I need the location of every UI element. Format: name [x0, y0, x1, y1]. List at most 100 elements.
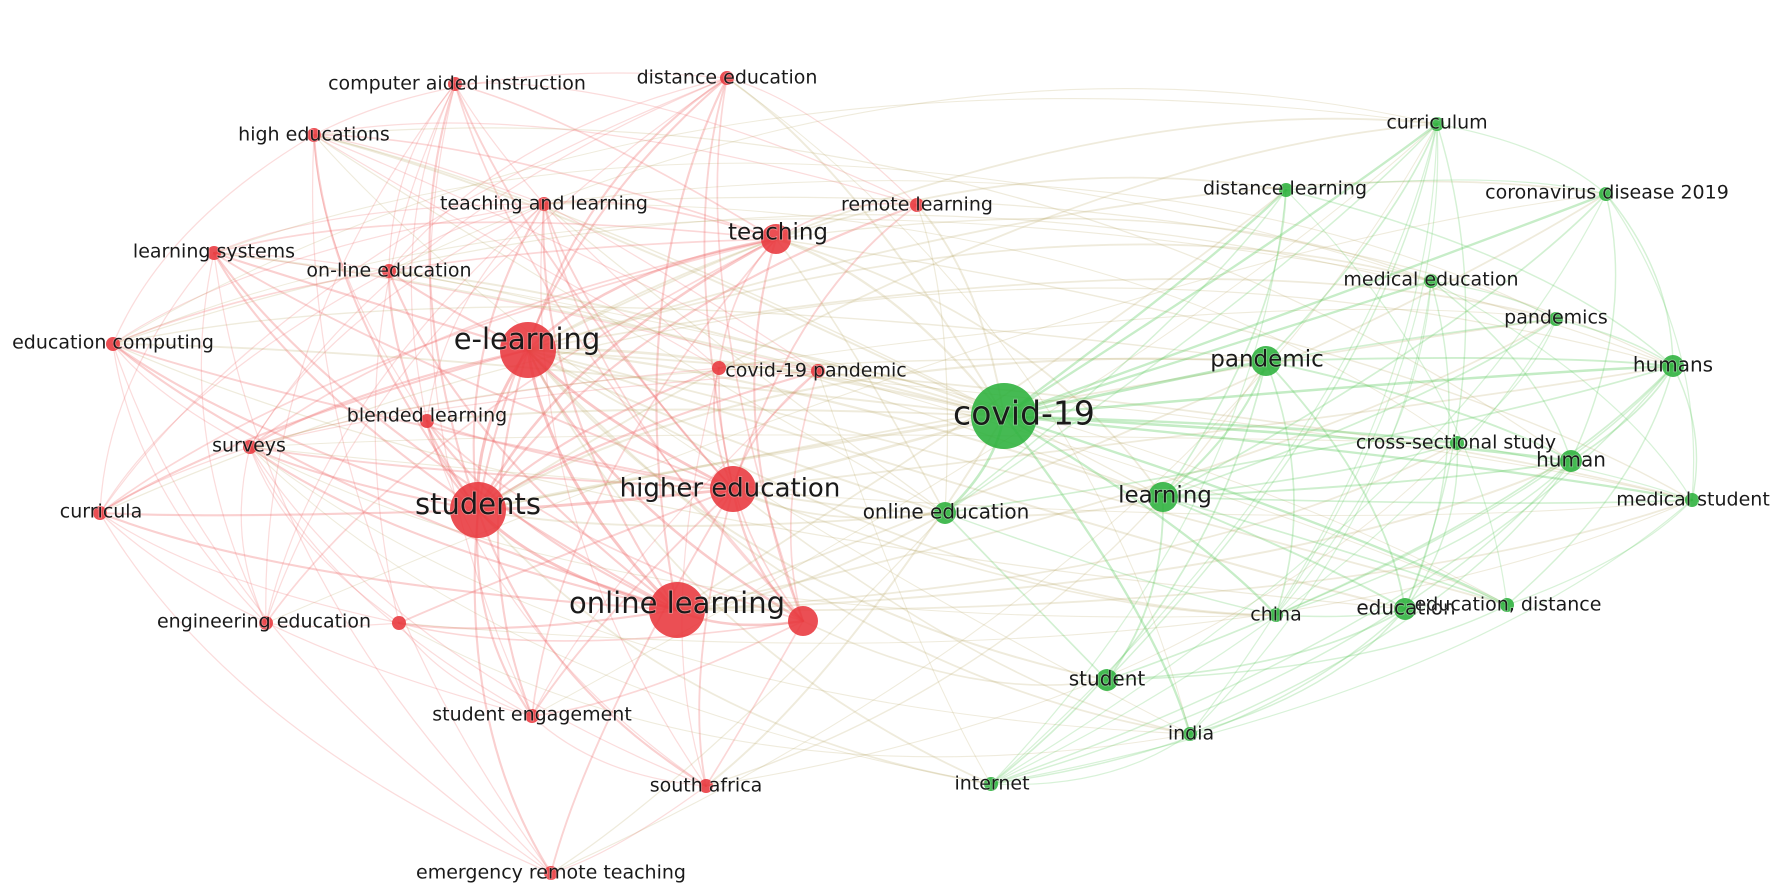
link-distance-education-surveys [249, 77, 728, 448]
node-covid-19[interactable] [971, 383, 1037, 449]
label-education: education [1356, 596, 1455, 620]
node-south-africa[interactable] [699, 779, 713, 793]
link-teaching-medical-student [775, 238, 1693, 501]
link-teaching-and-learning-teaching [543, 200, 777, 240]
link-unlabeled-red-1-student [802, 620, 1108, 686]
link-covid-19-medical-student [1002, 414, 1694, 502]
label-internet: internet [954, 773, 1029, 795]
link-learning-systems-medical-education [213, 162, 1432, 282]
node-students[interactable] [450, 482, 506, 538]
link-e-learning-student-engagement [496, 348, 534, 718]
link-online-learning-medical-student [676, 499, 1693, 612]
link-student-engagement-unlabeled-red-2 [398, 622, 533, 717]
link-curricula-unlabeled-red-2 [99, 512, 400, 624]
node-learning-systems[interactable] [207, 246, 221, 260]
node-computer-aided-instruction[interactable] [448, 77, 462, 91]
node-teaching[interactable] [761, 224, 791, 254]
node-unlabeled-red-2[interactable] [392, 616, 406, 630]
node-cross-sectional-study[interactable] [1450, 436, 1464, 450]
link-covid-19-pandemic-unlabeled-red-3 [718, 363, 819, 372]
node-china[interactable] [1269, 608, 1283, 622]
label-south-africa: south africa [650, 775, 763, 797]
link-higher-education-emergency-remote-teaching [550, 488, 734, 874]
node-pandemics[interactable] [1549, 312, 1563, 326]
node-internet[interactable] [984, 777, 998, 791]
link-education-computing-engineering-education [112, 343, 267, 624]
node-e-learning[interactable] [500, 322, 556, 378]
link-high-educations-emergency-remote-teaching [311, 134, 552, 874]
node-higher-education[interactable] [710, 466, 756, 512]
node-medical-student[interactable] [1685, 493, 1699, 507]
link-teaching-engineering-education [265, 238, 777, 624]
node-teaching-and-learning[interactable] [537, 197, 551, 211]
node-coronavirus-disease-2019[interactable] [1599, 187, 1613, 201]
node-emergency-remote-teaching[interactable] [544, 866, 558, 880]
node-high-educations[interactable] [307, 128, 321, 142]
label-curricula: curricula [60, 501, 142, 523]
node-learning[interactable] [1148, 482, 1178, 512]
node-curriculum[interactable] [1430, 117, 1444, 131]
label-india: india [1168, 723, 1214, 745]
node-student-engagement[interactable] [525, 709, 539, 723]
label-education-computing: education computing [12, 332, 214, 354]
link-south-africa-covid-19 [705, 415, 1005, 787]
node-pandemic[interactable] [1251, 346, 1281, 376]
node-humans[interactable] [1662, 355, 1684, 377]
link-teaching-and-learning-south-africa [540, 203, 707, 787]
label-computer-aided-instruction: computer aided instruction [328, 73, 586, 95]
link-remote-learning-covid-19 [916, 204, 1005, 417]
node-blended-learning[interactable] [420, 414, 434, 428]
link-medical-education-medical-student [1430, 280, 1693, 501]
node-education[interactable] [1394, 598, 1416, 620]
link-computer-aided-instruction-teaching [454, 83, 777, 240]
link-e-learning-covid-19 [526, 347, 1006, 418]
link-learning-systems-covid-19-pandemic [213, 252, 819, 372]
node-online-learning[interactable] [649, 582, 705, 638]
node-on-line-education[interactable] [382, 264, 396, 278]
link-pandemic-learning [1161, 359, 1268, 499]
link-e-learning-education-distance [527, 349, 1508, 606]
node-unlabeled-red-1[interactable] [788, 606, 818, 636]
node-covid-19-pandemic[interactable] [811, 364, 825, 378]
link-teaching-e-learning [526, 237, 778, 352]
node-curricula[interactable] [93, 506, 107, 520]
node-human[interactable] [1560, 450, 1582, 472]
node-surveys[interactable] [243, 440, 257, 454]
node-online-education[interactable] [934, 502, 956, 524]
link-high-educations-human [313, 127, 1572, 462]
link-computer-aided-instruction-students [428, 82, 480, 512]
link-curriculum-india [1189, 123, 1438, 735]
node-education-computing[interactable] [106, 337, 120, 351]
link-blended-learning-higher-education [426, 420, 734, 490]
node-distance-learning[interactable] [1279, 183, 1293, 197]
node-remote-learning[interactable] [910, 198, 924, 212]
node-medical-education[interactable] [1424, 274, 1438, 288]
link-distance-education-engineering-education [265, 77, 728, 624]
label-pandemics: pandemics [1504, 307, 1608, 329]
link-education-computing-online-learning [111, 342, 679, 612]
node-engineering-education[interactable] [259, 616, 273, 630]
link-teaching-unlabeled-red-3 [718, 238, 777, 369]
node-unlabeled-red-3[interactable] [712, 361, 726, 375]
node-education-distance[interactable] [1500, 598, 1514, 612]
link-learning-education [1162, 496, 1406, 610]
link-surveys-pandemic [249, 357, 1267, 448]
link-student-engagement-south-africa [531, 715, 707, 787]
link-emergency-remote-teaching-online-education [550, 512, 946, 874]
link-surveys-curricula [99, 446, 251, 514]
link-unlabeled-red-1-unlabeled-red-2 [398, 620, 804, 642]
link-distance-learning-coronavirus-disease-2019 [1285, 179, 1607, 195]
node-distance-education[interactable] [720, 71, 734, 85]
link-distance-education-covid-19 [726, 77, 1005, 417]
link-higher-education-learning [732, 488, 1164, 517]
link-e-learning-online-learning [526, 348, 679, 612]
link-coronavirus-disease-2019-internet [990, 193, 1607, 785]
label-covid-19: covid-19 [953, 394, 1095, 433]
link-teaching-and-learning-surveys [249, 203, 545, 448]
link-unlabeled-red-3-covid-19 [718, 361, 1005, 417]
link-distance-learning-learning [1162, 189, 1287, 498]
node-student[interactable] [1096, 669, 1118, 691]
node-india[interactable] [1183, 727, 1197, 741]
link-teaching-and-learning-humans [543, 196, 1674, 367]
link-remote-learning-teaching [775, 202, 918, 240]
